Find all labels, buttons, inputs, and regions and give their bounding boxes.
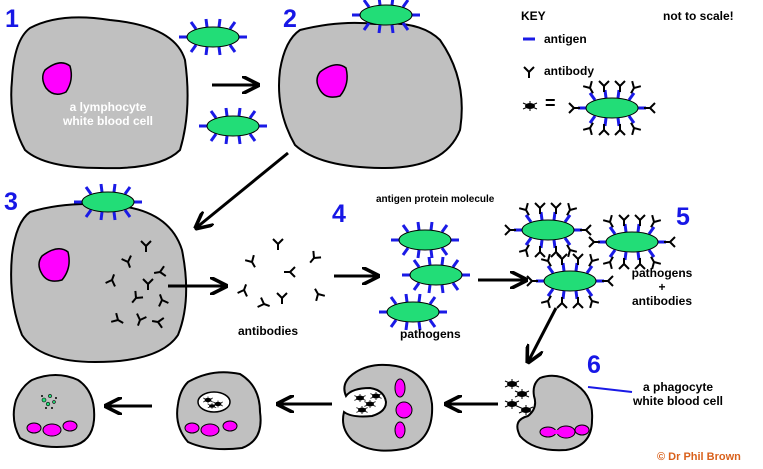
antibodies-label: antibodies <box>238 324 299 338</box>
lymphocyte-cell-2 <box>278 21 463 170</box>
free-antibodies <box>236 238 326 312</box>
pathogen-1a <box>177 17 249 57</box>
lymphocyte-cell-3 <box>10 203 188 364</box>
lymphocyte-label-line2: white blood cell <box>62 114 153 128</box>
digesting-nucleus <box>184 420 238 437</box>
arrow-2-3 <box>196 151 289 228</box>
phagocyte-label: a phagocyte white blood cell <box>620 380 736 408</box>
step-number-4: 4 <box>332 200 346 228</box>
final-nucleus <box>26 420 78 437</box>
key-antibody-symbol <box>523 66 535 79</box>
nucleus-3 <box>38 248 70 282</box>
phagocyte-nucleus-6 <box>539 424 590 439</box>
digested-remains <box>41 394 56 407</box>
phagocyte-6 <box>516 374 594 452</box>
pathogens-label: pathogens <box>400 327 461 341</box>
lymphocyte-label-line1: a lymphocyte <box>69 100 147 114</box>
lymphocyte-label: a lymphocyte white blood cell <box>48 100 168 128</box>
step-number-5: 5 <box>676 203 690 231</box>
lymphocyte-cell-1 <box>10 16 189 170</box>
key-coated-pathogen <box>569 81 655 135</box>
pathogens-antibodies-line2: antibodies <box>631 294 692 308</box>
phagocyte-label-line2: white blood cell <box>632 394 723 408</box>
pathogen-4a <box>389 220 461 260</box>
arrow-5-6 <box>528 307 558 362</box>
key-scale-note: not to scale! <box>663 9 734 23</box>
step-number-1: 1 <box>5 5 19 33</box>
phagocyte-label-line1: a phagocyte <box>642 380 714 394</box>
phagocyte-engulfing <box>342 363 434 452</box>
key-antibody-label: antibody <box>544 64 594 78</box>
phagocyte-pointer <box>587 386 633 393</box>
nucleus-1 <box>42 62 73 95</box>
pathogens-antibodies-line1: pathogens <box>631 266 693 280</box>
antigen-protein-label: antigen protein molecule <box>376 194 495 205</box>
copyright: © Dr Phil Brown <box>657 451 741 463</box>
key-equals: = <box>545 93 556 113</box>
pathogen-4c <box>377 292 449 332</box>
engulfing-nucleus <box>394 378 413 439</box>
pathogens-antibodies-label: pathogens + antibodies <box>622 266 702 308</box>
coated-pathogen-5b <box>589 215 675 269</box>
pathogen-blobs-6 <box>504 378 534 416</box>
key-title: KEY <box>521 9 546 23</box>
coated-pathogen-5c <box>527 254 613 308</box>
pathogens-antibodies-plus: + <box>658 280 666 294</box>
coated-pathogen-5a <box>505 203 591 257</box>
key-antigen-label: antigen <box>544 32 587 46</box>
step-number-2: 2 <box>283 5 297 33</box>
step-number-6: 6 <box>587 351 601 379</box>
key-blob-symbol <box>522 100 538 112</box>
pathogen-4b <box>400 255 472 295</box>
step-number-3: 3 <box>4 188 18 216</box>
engulfed-blobs <box>353 391 383 415</box>
digested-remains-dots <box>41 395 57 409</box>
pathogen-1b <box>197 106 269 146</box>
nucleus-2 <box>316 64 348 98</box>
